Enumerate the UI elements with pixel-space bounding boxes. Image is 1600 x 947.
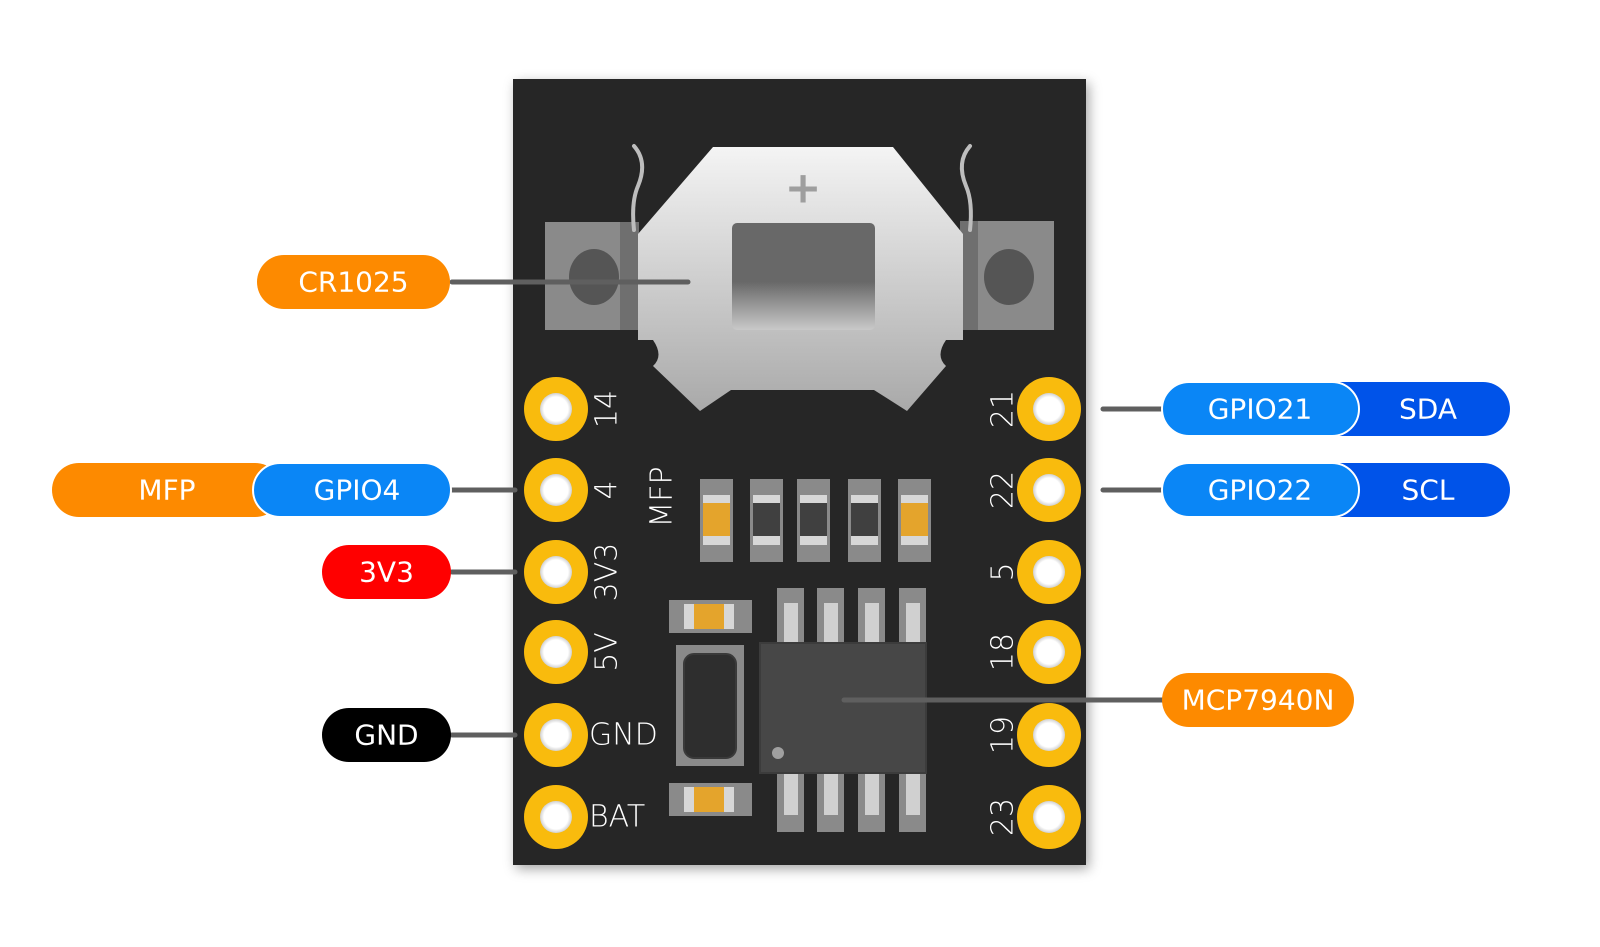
pad-hole xyxy=(1033,719,1065,751)
callout-gpio21-label: GPIO21 xyxy=(1208,393,1313,426)
pin-pad xyxy=(524,620,588,684)
chip-lead-bottom xyxy=(777,770,804,832)
pad-hole xyxy=(1033,636,1065,668)
callout-scl-label: SCL xyxy=(1402,474,1455,507)
chip-lead-top xyxy=(777,588,804,648)
pad-hole xyxy=(540,556,572,588)
chip-lead-bottom xyxy=(899,770,926,832)
callout-sda-label: SDA xyxy=(1399,393,1457,426)
callout-mfp-label: MFP xyxy=(138,474,195,507)
silkscreen-pin-label: 4 xyxy=(590,480,625,499)
pin-pad xyxy=(1017,703,1081,767)
chip-lead-top xyxy=(858,588,885,648)
smd-components-left xyxy=(669,600,752,816)
pin-pad xyxy=(524,540,588,604)
pad-hole xyxy=(1033,474,1065,506)
smd-resistor xyxy=(750,479,783,562)
holder-tab-hole-right xyxy=(984,249,1034,305)
callout-gpio22-bg xyxy=(1161,462,1360,518)
left-pin-header: 14 4 3V3 5V GND BAT xyxy=(524,377,658,849)
right-pin-header: 21 22 5 18 19 23 xyxy=(986,377,1081,849)
smd-resistor xyxy=(797,479,830,562)
pad-hole xyxy=(1033,556,1065,588)
mcp7940n-chip xyxy=(759,588,927,832)
smd-component-row xyxy=(700,479,931,562)
smd-capacitor-horizontal xyxy=(669,600,752,633)
callout-gpio22-label: GPIO22 xyxy=(1208,474,1313,507)
silkscreen-pin-label: 22 xyxy=(986,471,1021,509)
callout-gpio4-label: GPIO4 xyxy=(314,474,401,507)
holder-tab-hole-left xyxy=(569,249,619,305)
silkscreen-pin-label: 19 xyxy=(986,716,1021,754)
pad-hole xyxy=(540,719,572,751)
pin-pad xyxy=(1017,458,1081,522)
pin-pad xyxy=(524,785,588,849)
crystal-oscillator xyxy=(676,645,744,766)
pad-hole xyxy=(540,393,572,425)
callout-mcp7940n-bg xyxy=(1162,673,1354,727)
chip-body xyxy=(759,642,927,774)
silkscreen-pin-label: 14 xyxy=(590,390,625,428)
silkscreen-pin-label: BAT xyxy=(589,800,645,835)
callout-cr1025-label: CR1025 xyxy=(298,266,408,299)
pin-pad xyxy=(1017,540,1081,604)
pad-hole xyxy=(1033,393,1065,425)
callout-mfp-bg xyxy=(52,463,282,517)
chip-lead-top xyxy=(899,588,926,648)
chip-lead-bottom xyxy=(858,770,885,832)
chip-lead-bottom xyxy=(817,770,844,832)
callout-cr1025-bg xyxy=(257,255,450,309)
callout-gpio4-bg xyxy=(252,462,452,518)
silkscreen-pin-label: 21 xyxy=(986,390,1021,428)
silkscreen-pin-label: 5 xyxy=(986,562,1021,581)
holder-window xyxy=(732,223,875,330)
silkscreen-pin-label: 18 xyxy=(986,633,1021,671)
smd-capacitor xyxy=(700,479,733,562)
callout-gnd-bg xyxy=(322,708,451,762)
callout-mcp7940n-label: MCP7940N xyxy=(1182,684,1335,717)
pin1-marker-dot xyxy=(772,747,784,759)
pad-hole xyxy=(1033,801,1065,833)
silkscreen-mfp: MFP xyxy=(645,466,680,527)
battery-holder: + xyxy=(545,144,1054,411)
chip-lead-top xyxy=(817,588,844,648)
callout-3v3-label: 3V3 xyxy=(359,556,414,589)
smd-capacitor-horizontal xyxy=(669,783,752,816)
callout-gpio21-bg xyxy=(1161,381,1360,437)
holder-spring-left xyxy=(631,144,645,232)
pin-pad xyxy=(524,703,588,767)
pad-hole xyxy=(540,801,572,833)
polarity-plus-mark: + xyxy=(785,163,822,214)
callout-3v3-bg xyxy=(322,545,451,599)
silkscreen-pin-label: GND xyxy=(589,718,658,753)
pin-pad xyxy=(1017,377,1081,441)
silkscreen-pin-label: 3V3 xyxy=(590,543,625,602)
smd-resistor xyxy=(848,479,881,562)
silkscreen-pin-label: 23 xyxy=(986,798,1021,836)
callout-gnd-label: GND xyxy=(354,719,418,752)
holder-spring-right xyxy=(959,144,973,232)
pin-pad xyxy=(524,458,588,522)
silkscreen-pin-label: 5V xyxy=(590,632,625,672)
pad-hole xyxy=(540,474,572,506)
smd-capacitor xyxy=(898,479,931,562)
pin-pad xyxy=(524,377,588,441)
pin-pad xyxy=(1017,620,1081,684)
pad-hole xyxy=(540,636,572,668)
pin-pad xyxy=(1017,785,1081,849)
